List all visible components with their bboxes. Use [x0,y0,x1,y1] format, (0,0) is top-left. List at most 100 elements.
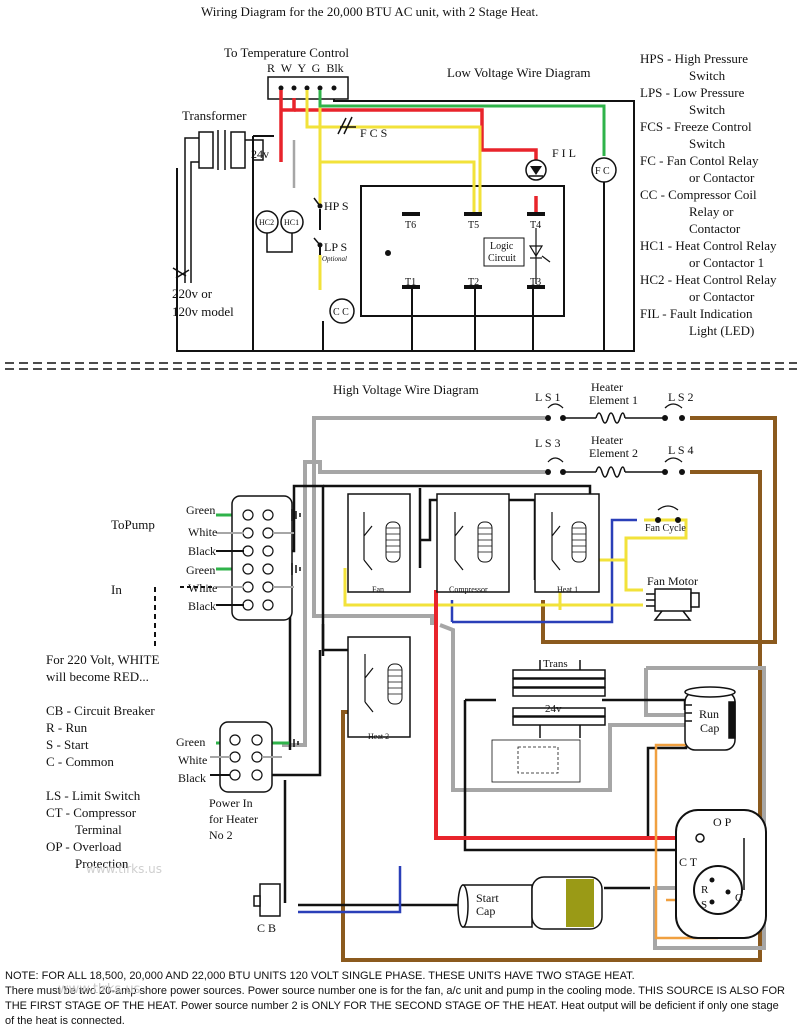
fil-label: F I L [552,146,576,160]
cc-coil: C C [329,298,355,324]
to-pump-label: ToPump [111,517,155,532]
low-voltage-legend: HPS - High Pressure Switch LPS - Low Pre… [640,51,777,338]
compressor-terminal-block [675,809,767,939]
relay-compressor: Compressor [436,493,510,594]
heater1-label-1: Heater [591,380,623,394]
relay-compressor-label: Compressor [449,585,488,594]
legend-fil-2: Light (LED) [689,323,754,338]
transformer-label: Transformer [182,108,247,123]
legend-fil-1: FIL - Fault Indication [640,306,753,321]
section-divider [5,362,797,370]
legend-op-1: OP - Overload [46,839,122,854]
legend-ct-1: CT - Compressor [46,805,137,820]
legend-hps-1: HPS - High Pressure [640,51,748,66]
note-line-1: NOTE: FOR ALL 18,500, 20,000 AND 22,000 … [5,970,635,982]
legend-fc-1: FC - Fan Contol Relay [640,153,759,168]
gray-wires [282,416,766,950]
legend-op-2: Protection [75,856,129,871]
limit-switches [545,403,685,475]
logic-label-1: Logic [490,241,514,252]
fcs-switch [337,116,356,135]
terminal-t4: T4 [530,220,541,231]
c-label: C [735,892,742,904]
run-cap-label-2: Cap [700,721,719,735]
power-in-label-3: No 2 [209,828,233,842]
legend-hc1-1: HC1 - Heat Control Relay [640,238,777,253]
ls3-label: L S 3 [535,436,561,450]
relay-heat2-label: Heat 2 [368,732,389,741]
transformer-volt: 24v [251,147,269,161]
legend-cc-1: CC - Compressor Coil [640,187,757,202]
fan-cycle-switch [655,505,681,523]
circuit-breaker [253,883,281,917]
low-voltage-red-wires [279,90,538,212]
legend-c: C - Common [46,754,114,769]
brown-wires [341,416,777,962]
legend-fc-2: or Contactor [689,170,755,185]
diagram-title: Wiring Diagram for the 20,000 BTU AC uni… [201,4,538,19]
terminal-screws [278,85,337,91]
legend-fcs-2: Switch [689,136,726,151]
op-label: O P [713,815,732,829]
trans-volt: 24v [545,703,562,715]
note-line-4: of the heat is connected. [5,1015,125,1027]
fcs-label: F C S [360,126,387,140]
lps-switch [313,237,323,248]
terminal-screws-block-2 [229,734,263,781]
fan-cycle-label: Fan Cycle [645,523,686,534]
wire-white-3: White [178,753,207,767]
green-wire [318,90,606,156]
start-cap-label-1: Start [476,891,499,905]
legend-ct-2: Terminal [75,822,122,837]
cb-label: C B [257,921,276,935]
low-voltage-heading: Low Voltage Wire Diagram [447,65,591,80]
power-in-label-1: Power In [209,796,253,810]
terminal-t2: T2 [468,277,479,288]
high-voltage-section: High Voltage Wire Diagram [46,380,777,962]
low-voltage-section: Low Voltage Wire Diagram To Temperature … [172,45,635,352]
legend-r: R - Run [46,720,88,735]
ground-symbols [289,509,301,749]
temp-control-label: To Temperature Control [224,45,349,60]
block-1-leads [154,532,294,650]
wire-green-3: Green [176,735,205,749]
wire-white-2: White [188,581,217,595]
terminal-t6: T6 [405,220,416,231]
hv-transformer [512,660,606,738]
watermark-mid: www.tlrks.us [86,862,163,876]
legend-s: S - Start [46,737,89,752]
legend-lps-1: LPS - Low Pressure [640,85,745,100]
terminal-t1: T1 [405,277,416,288]
run-capacitor [684,686,736,751]
note-line-3: THE FIRST STAGE OF THE HEAT. Power sourc… [5,1000,779,1012]
pump-power-terminal-block [231,495,293,621]
fil-led [525,159,547,181]
heater2-label-2: Element 2 [589,446,638,460]
relay-fan-label: Fan [372,585,384,594]
wire-black-2: Black [188,599,216,613]
high-voltage-legend: CB - Circuit Breaker R - Run S - Start C… [46,703,155,871]
relay-heat1-label: Heat 1 [557,585,578,594]
wire-black-3: Black [178,771,206,785]
footnote: NOTE: FOR ALL 18,500, 20,000 AND 22,000 … [5,969,797,1029]
relay-heat1: Heat 1 [534,493,600,594]
heater2-label-1: Heater [591,433,623,447]
relay-heat2: Heat 2 [347,636,411,741]
cc-label: C C [333,307,349,318]
note-line-2: There must be two 20-amp shore power sou… [5,985,785,997]
fc-label: F C [595,166,610,177]
lps-label: LP S [324,240,347,254]
legend-cc-3: Contactor [689,221,741,236]
legend-ls: LS - Limit Switch [46,788,141,803]
legend-fcs-1: FCS - Freeze Control [640,119,752,134]
relay-fan: Fan [347,493,411,594]
terminal-t5: T5 [468,220,479,231]
ls4-label: L S 4 [668,443,694,457]
legend-hc2-1: HC2 - Heat Control Relay [640,272,777,287]
wire-black-1: Black [188,544,216,558]
run-cap-label-1: Run [699,707,719,721]
logic-terminals [385,212,545,289]
wire-green-2: Green [186,563,215,577]
wire-white-1: White [188,525,217,539]
